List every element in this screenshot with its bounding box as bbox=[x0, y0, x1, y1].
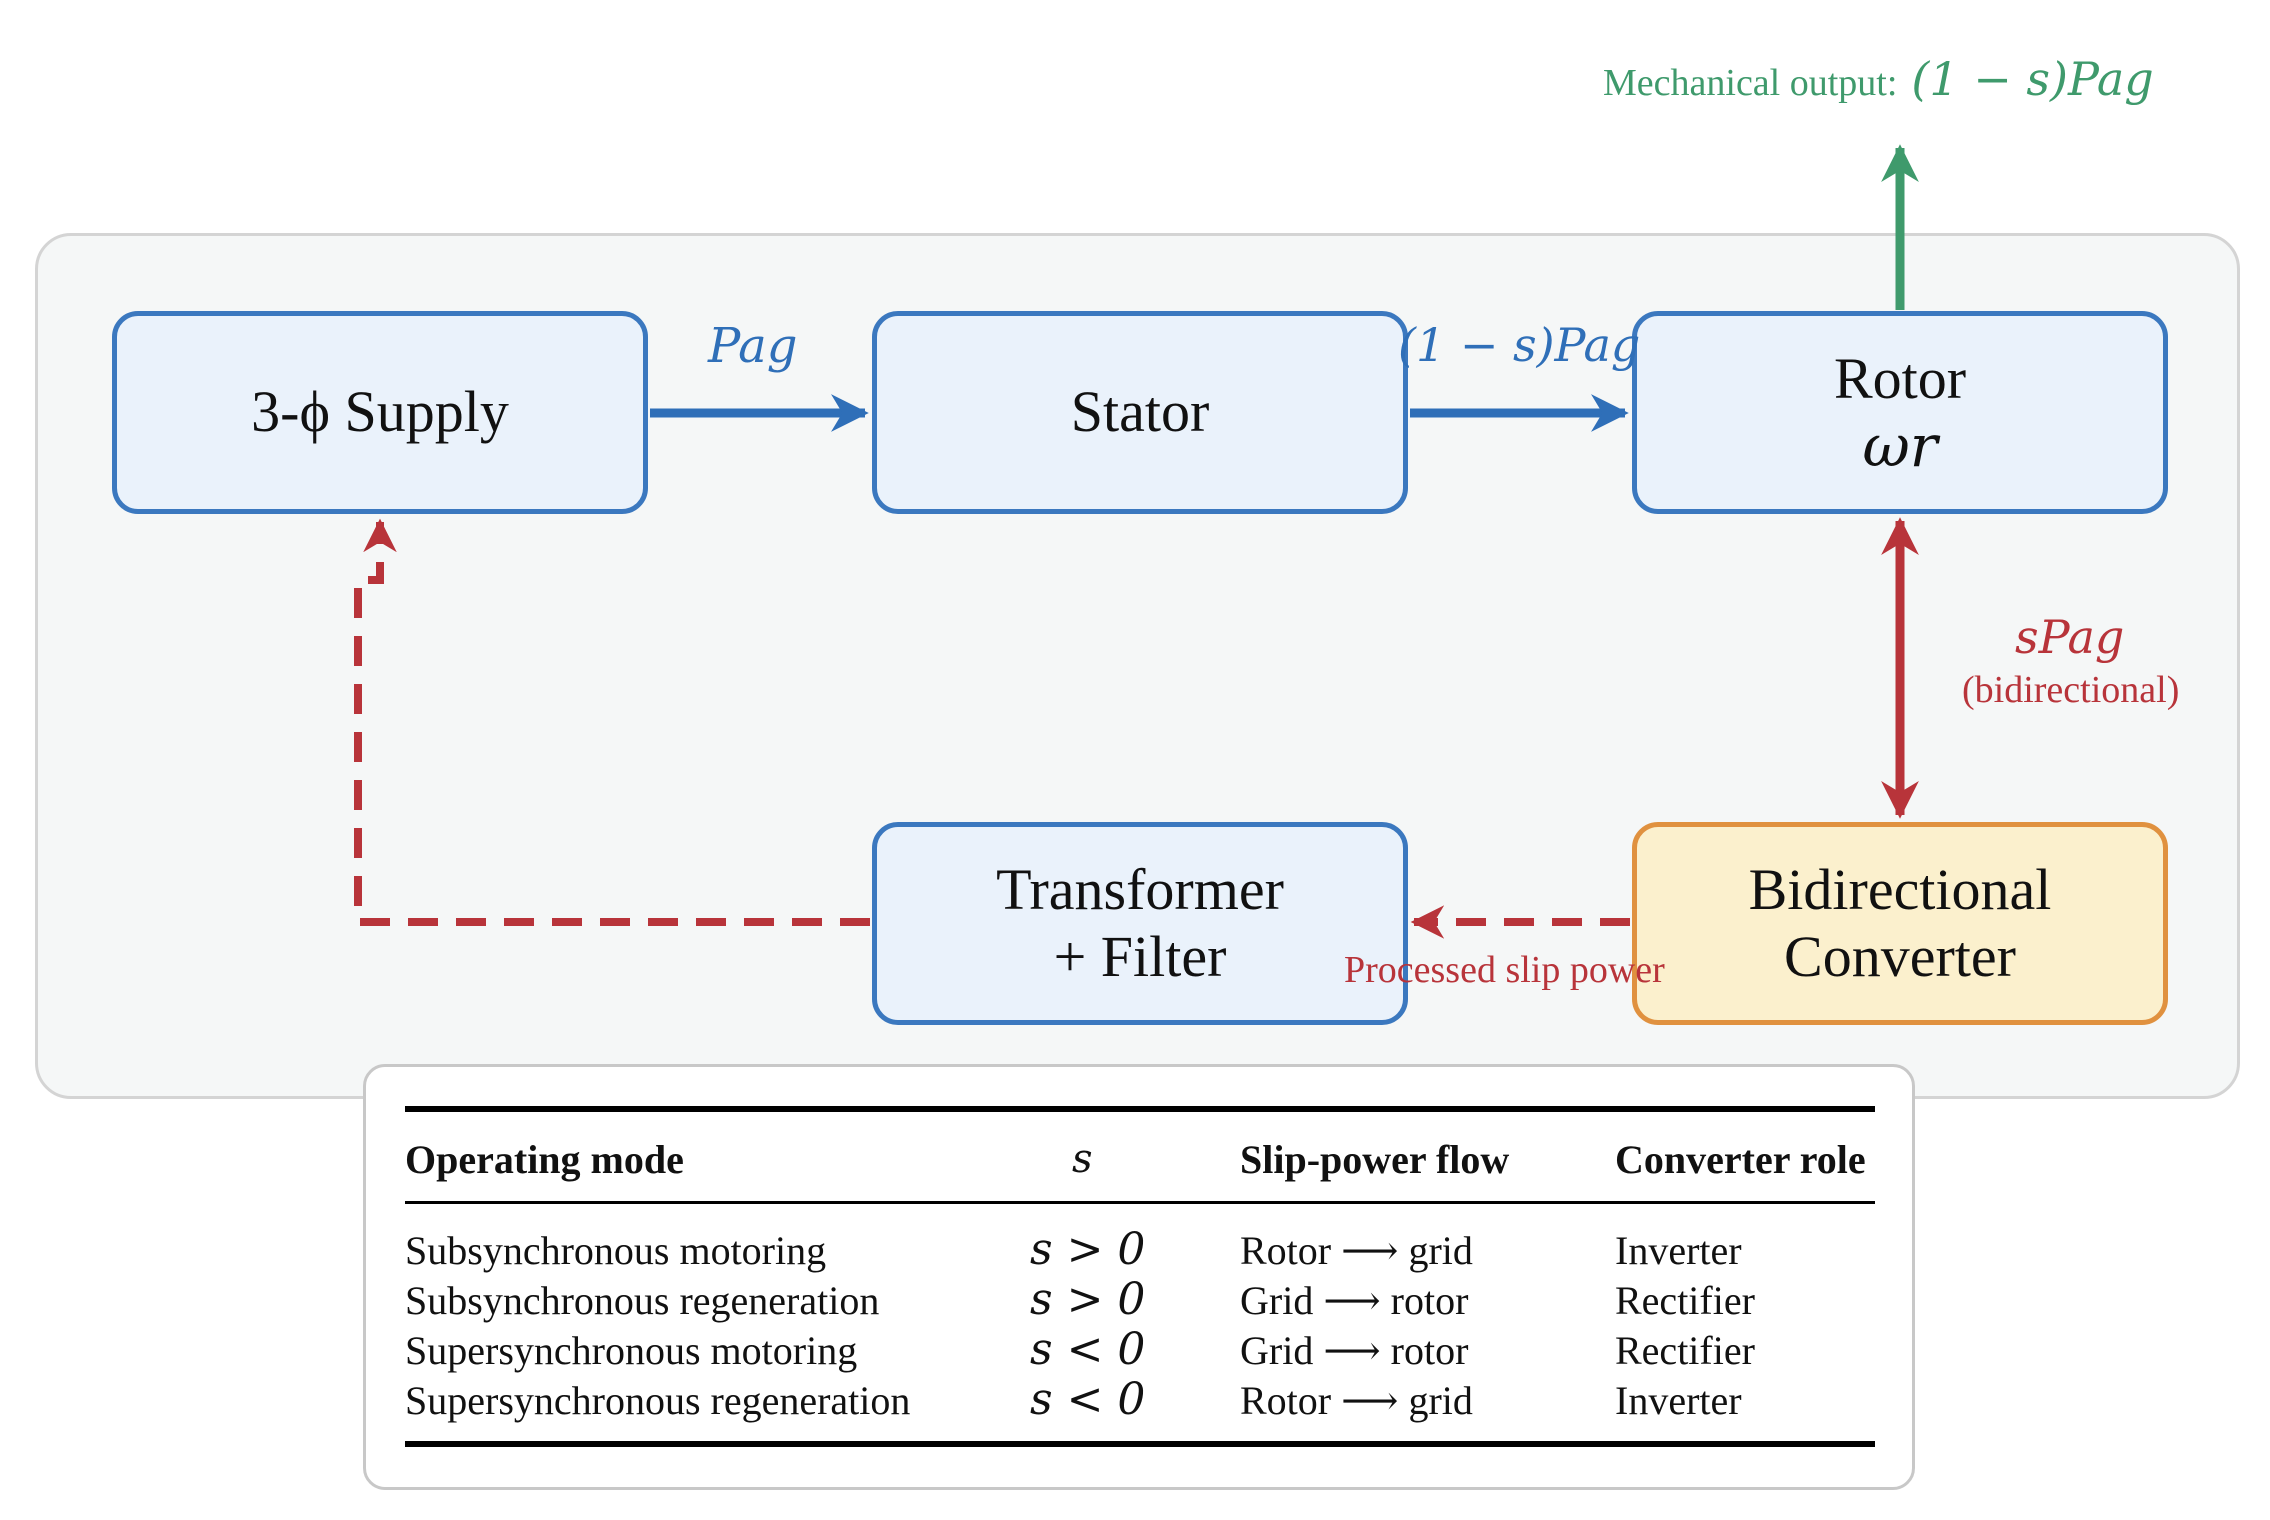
transformer-filter-node: Transformer + Filter bbox=[872, 822, 1408, 1025]
row-2-flow: Grid ⟶ rotor bbox=[1240, 1278, 1469, 1323]
processed-slip-power-label: Processed slip power bbox=[1344, 949, 1665, 991]
row-2-slip: s > 0 bbox=[1030, 1274, 1146, 1325]
header-slip: s bbox=[1072, 1136, 1093, 1182]
slip-power-direction-note: (bidirectional) bbox=[1962, 669, 2180, 711]
air-gap-power-label: Pag bbox=[708, 318, 798, 374]
row-1-role: Inverter bbox=[1615, 1228, 1742, 1273]
row-2-mode: Subsynchronous regeneration bbox=[405, 1278, 880, 1323]
slip-power-label: sPag bbox=[2015, 610, 2125, 664]
supply-node: 3-ϕ Supply bbox=[112, 311, 648, 514]
mechanical-output-value: (1 − s)Pag bbox=[1911, 52, 2154, 106]
row-1-flow: Rotor ⟶ grid bbox=[1240, 1228, 1473, 1273]
rotor-label: Rotor bbox=[1833, 345, 1967, 411]
row-3-slip: s < 0 bbox=[1030, 1324, 1146, 1375]
converter-label-line2: Converter bbox=[1784, 923, 2016, 989]
row-4-mode: Supersynchronous regeneration bbox=[405, 1378, 911, 1423]
rotor-node: Rotor ωr bbox=[1632, 311, 2168, 514]
header-operating-mode: Operating mode bbox=[405, 1137, 684, 1182]
arrow-transformer-to-supply bbox=[354, 518, 870, 926]
row-3-flow: Grid ⟶ rotor bbox=[1240, 1328, 1469, 1373]
header-converter-role: Converter role bbox=[1615, 1137, 1866, 1182]
table-header-rule bbox=[405, 1201, 1875, 1204]
stator-label: Stator bbox=[1070, 379, 1210, 445]
row-1-mode: Subsynchronous motoring bbox=[405, 1228, 827, 1273]
stator-node: Stator bbox=[872, 311, 1408, 514]
row-3-role: Rectifier bbox=[1615, 1328, 1755, 1373]
rotor-input-power-label: (1 − s)Pag bbox=[1398, 318, 1641, 372]
row-2-role: Rectifier bbox=[1615, 1278, 1755, 1323]
header-slip-power-flow: Slip-power flow bbox=[1240, 1137, 1510, 1182]
transformer-label: Transformer bbox=[996, 856, 1284, 922]
row-4-role: Inverter bbox=[1615, 1378, 1742, 1423]
mechanical-output-prefix: Mechanical output: bbox=[1603, 62, 1898, 104]
supply-label: 3-ϕ Supply bbox=[251, 379, 509, 445]
table-bottom-rule bbox=[405, 1441, 1875, 1447]
mechanical-output-label: Mechanical output: (1 − s)Pag bbox=[1603, 52, 2154, 106]
row-4-slip: s < 0 bbox=[1030, 1374, 1146, 1425]
rotor-speed-label: ωr bbox=[1862, 411, 1938, 480]
row-4-flow: Rotor ⟶ grid bbox=[1240, 1378, 1473, 1423]
row-1-slip: s > 0 bbox=[1030, 1224, 1146, 1275]
bidirectional-converter-node: Bidirectional Converter bbox=[1632, 822, 2168, 1025]
row-3-mode: Supersynchronous motoring bbox=[405, 1328, 858, 1373]
filter-label: + Filter bbox=[1053, 923, 1227, 989]
operating-modes-table bbox=[363, 1064, 1915, 1490]
table-top-rule bbox=[405, 1106, 1875, 1112]
converter-label-line1: Bidirectional bbox=[1748, 856, 2052, 922]
